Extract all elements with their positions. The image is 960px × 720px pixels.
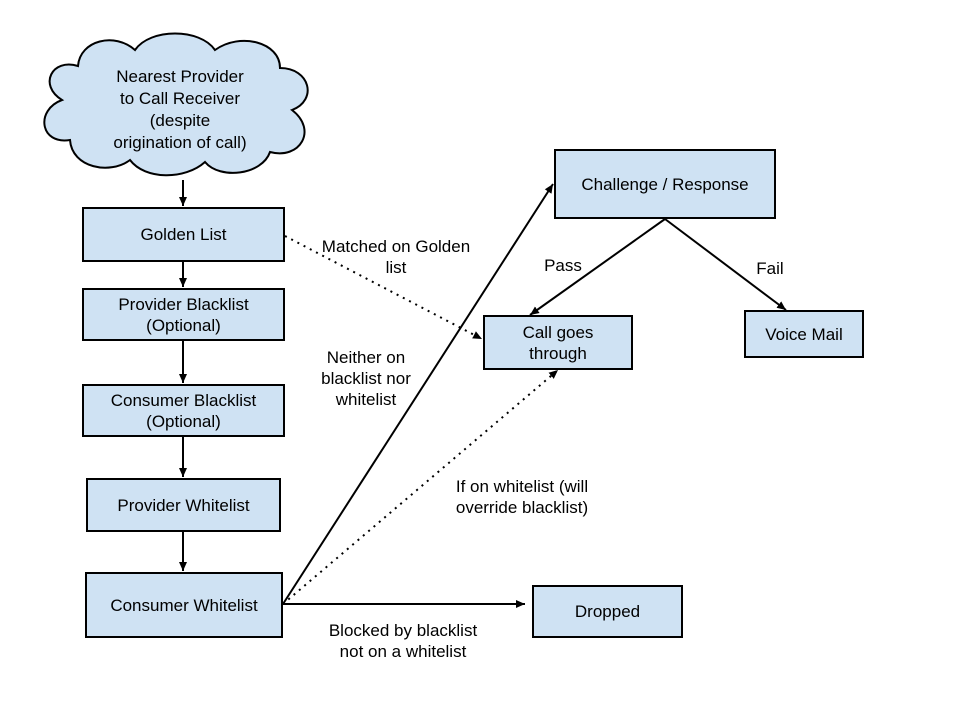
node-voice-mail: Voice Mail	[744, 310, 864, 358]
node-nearest-provider: Nearest Provider to Call Receiver (despi…	[113, 67, 247, 152]
label-fail: Fail	[756, 259, 784, 278]
node-dropped: Dropped	[532, 585, 683, 638]
cloud-shape	[43, 32, 309, 177]
node-consumer-whitelist: Consumer Whitelist	[85, 572, 283, 638]
edge-challenge-to-call-through	[529, 218, 666, 316]
edge-consumer-whitelist-to-challenge	[282, 183, 554, 605]
node-provider-whitelist: Provider Whitelist	[86, 478, 281, 532]
node-provider-blacklist: Provider Blacklist (Optional)	[82, 288, 285, 341]
node-call-goes-through: Call goes through	[483, 315, 633, 370]
node-golden-list: Golden List	[82, 207, 285, 262]
edge-challenge-to-voice-mail	[664, 218, 787, 311]
label-neither: Neither on blacklist nor whitelist	[321, 348, 411, 409]
label-matched-golden: Matched on Golden list	[321, 237, 471, 277]
label-pass: Pass	[544, 256, 582, 275]
label-if-whitelist: If on whitelist (will override blacklist…	[455, 477, 589, 517]
node-consumer-blacklist: Consumer Blacklist (Optional)	[82, 384, 285, 437]
node-challenge-response: Challenge / Response	[554, 149, 776, 219]
label-blocked: Blocked by blacklist not on a whitelist	[328, 621, 478, 661]
